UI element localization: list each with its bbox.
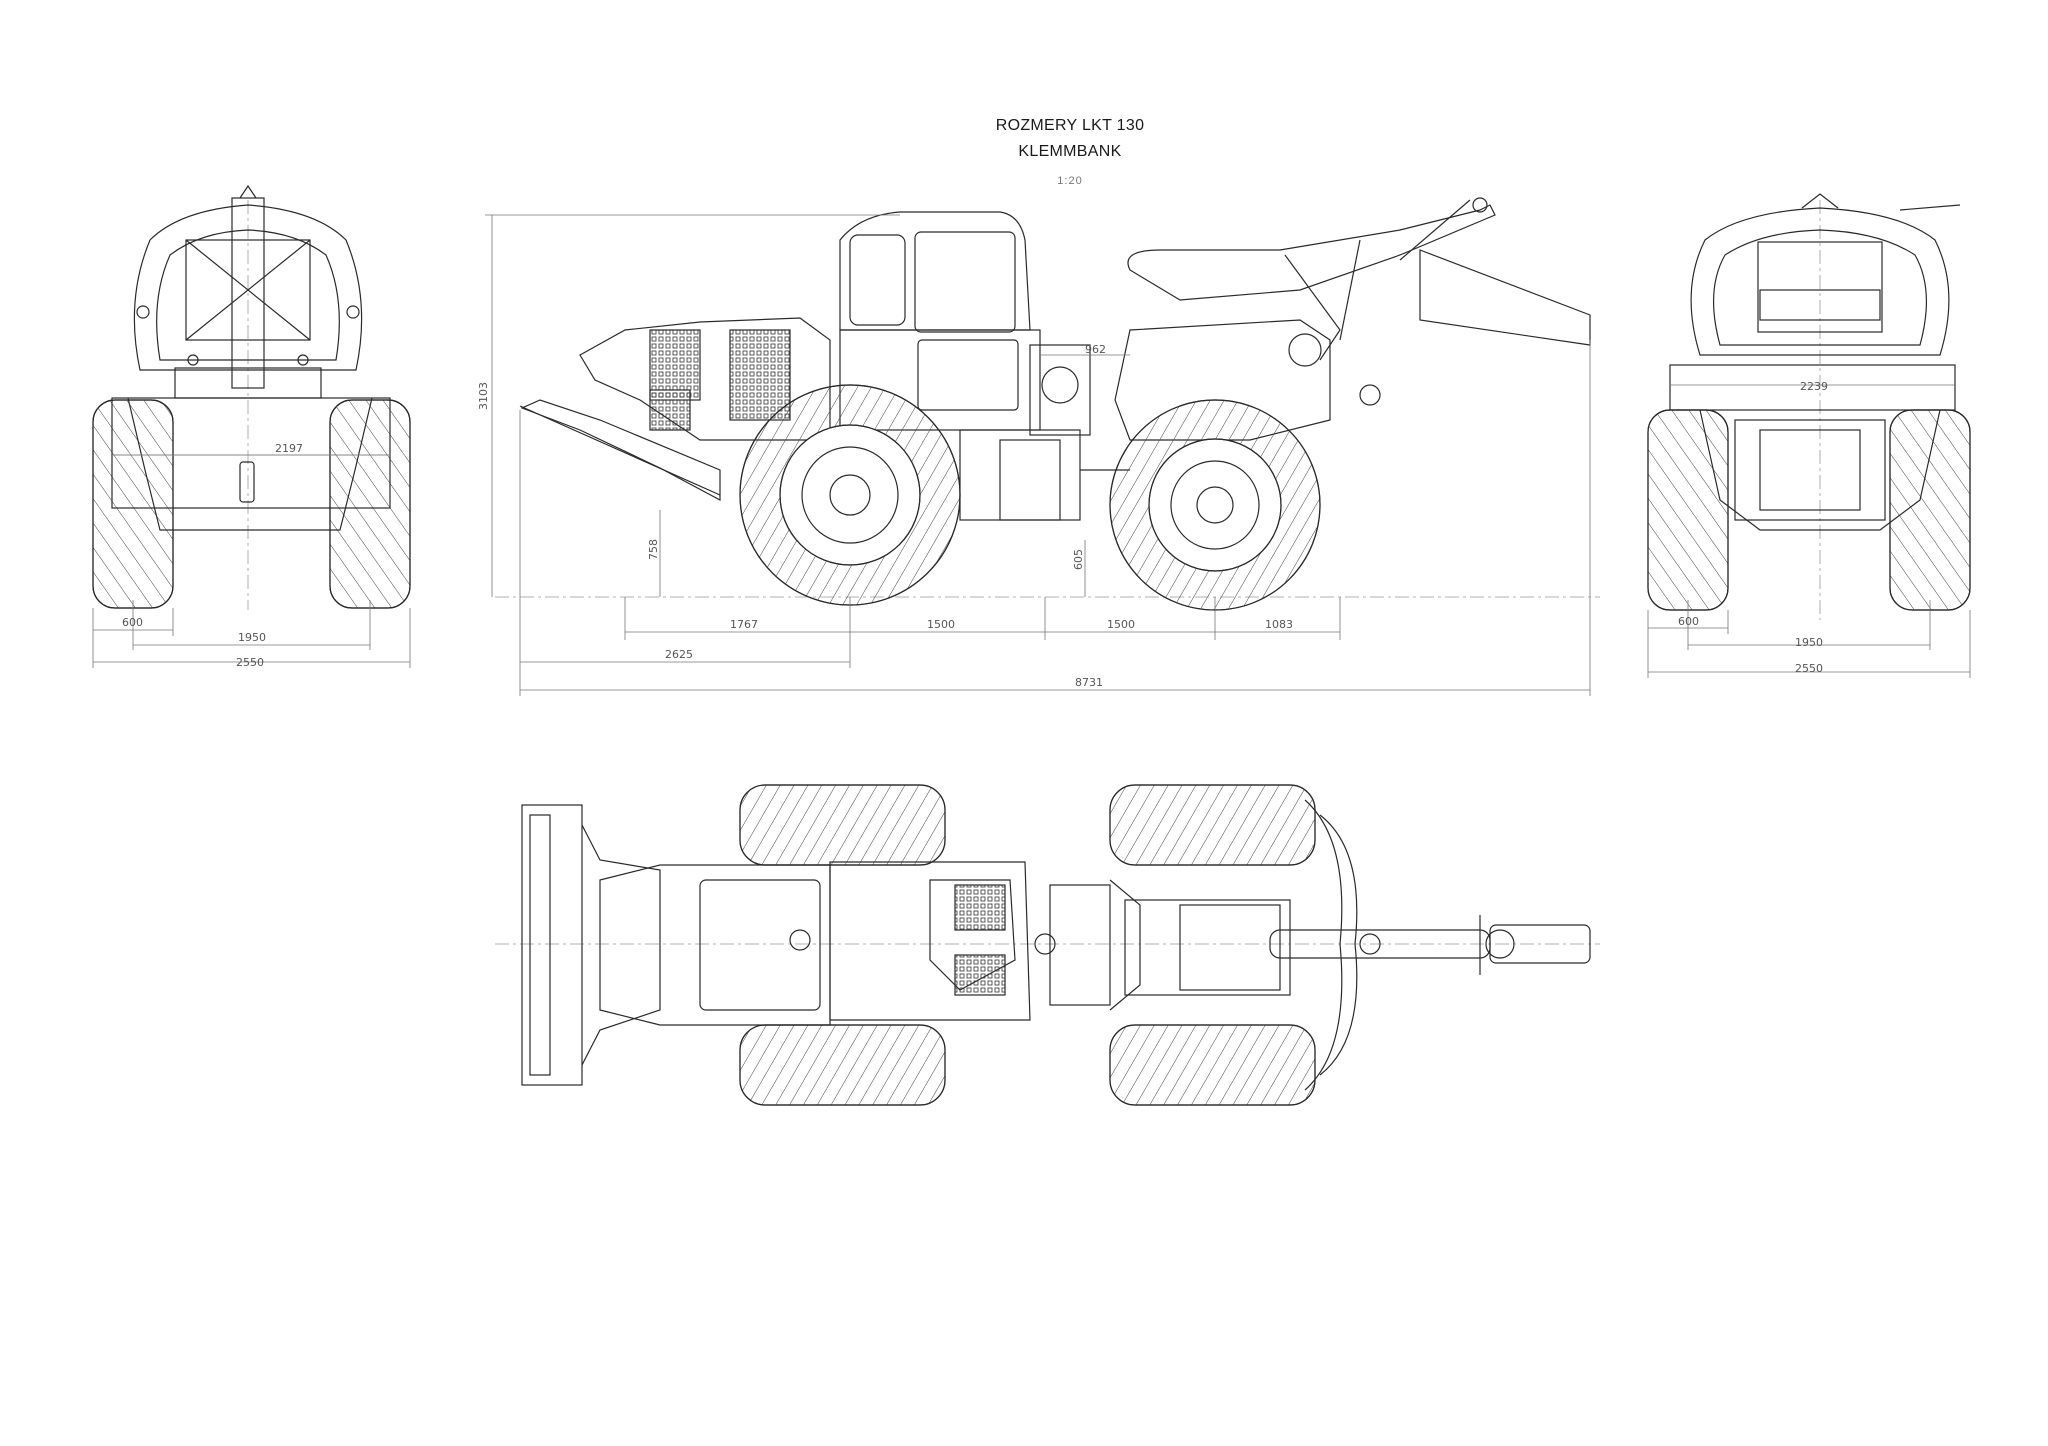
scale-note: 1:20 bbox=[1057, 175, 1083, 187]
clamp-crane bbox=[1127, 204, 1496, 301]
front-dim-overall-width: 2550 bbox=[236, 656, 264, 669]
front-clamp bbox=[133, 204, 363, 371]
front-blade bbox=[520, 399, 721, 501]
side-dim-rear-overhang: 1083 bbox=[1265, 618, 1293, 631]
top-front-left-tire bbox=[739, 784, 946, 866]
rear-dim-tire-width: 600 bbox=[1678, 615, 1699, 628]
side-dim-winch-height: 962 bbox=[1085, 343, 1106, 356]
rear-dim-frame-width: 2239 bbox=[1800, 380, 1828, 393]
side-dim-wheelbase-rear: 1500 bbox=[1107, 618, 1135, 631]
rear-frame bbox=[1669, 364, 1956, 411]
top-rear-left-tire bbox=[1109, 784, 1316, 866]
rear-right-tire bbox=[1889, 409, 1971, 611]
front-right-tire bbox=[329, 399, 411, 609]
rear-view: 2239 600 1950 2550 bbox=[1647, 193, 1971, 678]
top-blade bbox=[521, 804, 583, 1086]
side-dim-clearance-front: 758 bbox=[647, 539, 660, 560]
side-dim-blade-to-axle: 2625 bbox=[665, 648, 693, 661]
rear-dim-overall-width: 2550 bbox=[1795, 662, 1823, 675]
front-left-tire bbox=[92, 399, 174, 609]
side-dim-front-overhang: 1767 bbox=[730, 618, 758, 631]
side-dim-clearance-rear: 605 bbox=[1072, 549, 1085, 570]
side-dim-overall-length: 8731 bbox=[1075, 676, 1103, 689]
rear-dim-track: 1950 bbox=[1795, 636, 1823, 649]
front-view: 2197 600 1950 2550 bbox=[92, 184, 411, 669]
top-front-right-tire bbox=[739, 1024, 946, 1106]
side-dim-wheelbase-front: 1500 bbox=[927, 618, 955, 631]
front-dim-frame-width: 2197 bbox=[275, 442, 303, 455]
rear-left-tire bbox=[1647, 409, 1729, 611]
drawing-subtitle: KLEMMBANK bbox=[1018, 143, 1122, 160]
top-rear-right-tire bbox=[1109, 1024, 1316, 1106]
cab bbox=[839, 211, 1031, 331]
side-view: 3103 758 605 962 1767 1500 1500 1083 262… bbox=[477, 197, 1600, 696]
drawing-title: ROZMERY LKT 130 bbox=[995, 117, 1145, 134]
top-clamp-bunk bbox=[1304, 799, 1343, 1091]
front-dim-track: 1950 bbox=[238, 631, 266, 644]
top-view bbox=[495, 784, 1600, 1106]
rear-clamp bbox=[1690, 207, 1950, 356]
front-dim-tire-width: 600 bbox=[122, 616, 143, 629]
side-dim-height: 3103 bbox=[477, 382, 490, 410]
top-cab-roof bbox=[829, 861, 1031, 1021]
